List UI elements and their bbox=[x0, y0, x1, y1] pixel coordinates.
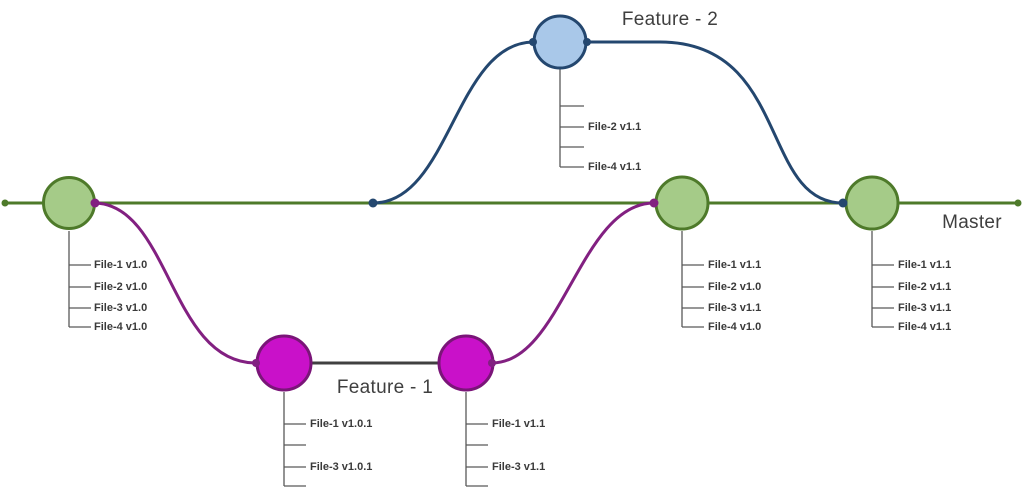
file-list-master-merge-feature1 bbox=[681, 231, 704, 328]
commit-node-feature1-a bbox=[255, 334, 313, 392]
feature2-merge-point-dot bbox=[838, 198, 848, 208]
feature2-commit-out-dot bbox=[583, 38, 591, 46]
file-label: File-1 v1.1 bbox=[492, 418, 546, 430]
feature1-branch-out-curve bbox=[94, 201, 257, 365]
file-label: File-1 v1.1 bbox=[708, 259, 762, 271]
feature2-branch-point-dot bbox=[368, 198, 378, 208]
feature1-branch-label: Feature - 1 bbox=[336, 377, 434, 398]
feature1-commit-b-out-dot bbox=[488, 359, 496, 367]
commit-node-master-initial bbox=[42, 176, 96, 230]
master-line-end-dot bbox=[1014, 199, 1022, 207]
file-label: File-2 v1.0 bbox=[708, 281, 762, 293]
file-list-master-initial bbox=[68, 231, 91, 328]
file-label: File-4 v1.0 bbox=[708, 321, 762, 333]
file-list-feature1-commit-a bbox=[283, 392, 306, 487]
file-label: File-3 v1.1 bbox=[708, 302, 762, 314]
file-label: File-1 v1.0 bbox=[94, 259, 148, 271]
feature1-branch-point-dot bbox=[90, 198, 100, 208]
file-label: File-3 v1.0 bbox=[94, 302, 148, 314]
file-list-feature1-commit-b bbox=[465, 392, 488, 487]
file-label: File-2 v1.0 bbox=[94, 281, 148, 293]
file-list-master-merge-feature2 bbox=[871, 231, 894, 328]
commit-node-master-merge-feature2 bbox=[844, 175, 900, 231]
file-list-lines bbox=[68, 69, 894, 487]
feature1-merge-point-dot bbox=[649, 198, 659, 208]
feature2-branch-label: Feature - 2 bbox=[621, 9, 719, 30]
feature2-commit-in-dot bbox=[529, 38, 537, 46]
file-label: File-1 v1.1 bbox=[898, 259, 952, 271]
file-label: File-2 v1.1 bbox=[898, 281, 952, 293]
file-label: File-4 v1.0 bbox=[94, 321, 148, 333]
file-label: File-1 v1.0.1 bbox=[310, 418, 373, 430]
file-label: File-3 v1.0.1 bbox=[310, 461, 373, 473]
commit-node-feature2 bbox=[532, 14, 588, 70]
master-line-start-dot bbox=[1, 199, 9, 207]
feature1-commit-a-in-dot bbox=[252, 359, 260, 367]
master-branch-label: Master bbox=[942, 212, 1002, 233]
file-label: File-3 v1.1 bbox=[898, 302, 952, 314]
file-label: File-2 v1.1 bbox=[588, 121, 642, 133]
feature1-merge-curve bbox=[491, 201, 655, 365]
feature2-merge-curve bbox=[587, 40, 844, 205]
file-label: File-4 v1.1 bbox=[898, 321, 952, 333]
file-list-feature2-commit bbox=[559, 69, 584, 168]
commit-node-master-merge-feature1 bbox=[654, 175, 710, 231]
file-label: File-3 v1.1 bbox=[492, 461, 546, 473]
file-label: File-4 v1.1 bbox=[588, 161, 642, 173]
feature2-branch-out-curve bbox=[372, 40, 534, 205]
